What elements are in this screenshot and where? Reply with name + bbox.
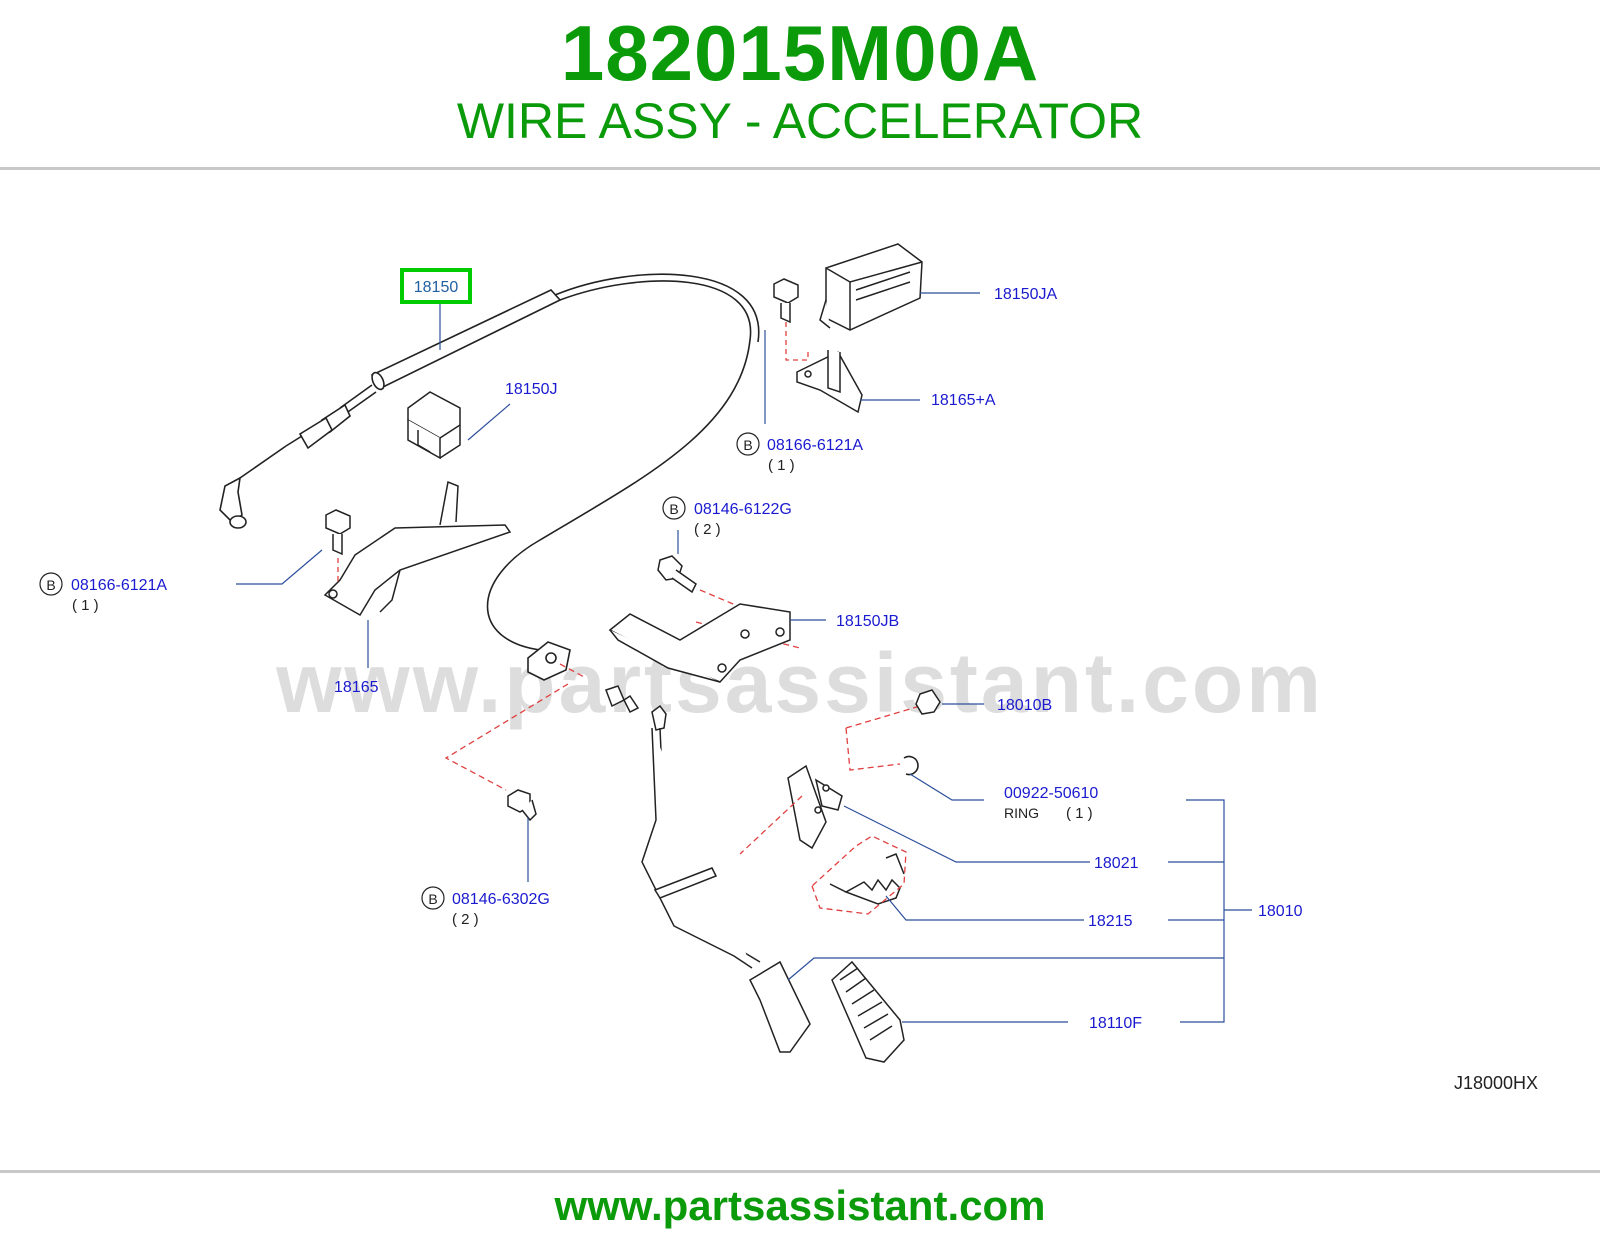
callout-08166-right[interactable]: 08166-6121A	[767, 437, 863, 454]
bolt-left-drawing	[325, 509, 351, 556]
nut-18010b-drawing	[915, 689, 941, 715]
highlight-box	[400, 268, 472, 304]
reference-code: J18000HX	[1454, 1073, 1538, 1093]
bolt-right-drawing	[773, 278, 799, 324]
callout-08146-6302g-qty: ( 2 )	[452, 911, 479, 928]
callout-18010b[interactable]: 18010B	[997, 697, 1052, 714]
callout-00922-desc: RING	[1004, 805, 1039, 821]
bracket-18165-drawing	[323, 480, 512, 617]
callout-18021[interactable]: 18021	[1094, 855, 1139, 872]
bolt-6302g-drawing	[507, 789, 537, 822]
callout-18215[interactable]: 18215	[1088, 913, 1133, 930]
callout-08166-left[interactable]: 08166-6121A	[71, 577, 167, 594]
callout-08146-6302g[interactable]: 08146-6302G	[452, 891, 550, 908]
callout-00922[interactable]: 00922-50610	[1004, 785, 1098, 802]
bolt-marker-right-letter: B	[743, 437, 752, 453]
bushing-drawing	[605, 685, 640, 714]
callout-18165a[interactable]: 18165+A	[931, 392, 996, 409]
callout-18110f[interactable]: 18110F	[1089, 1015, 1142, 1032]
parts-diagram: www.partsassistant.com	[0, 222, 1600, 1122]
header-divider	[0, 167, 1600, 170]
footer-divider	[0, 1170, 1600, 1173]
bolt-marker-6302g	[421, 886, 445, 910]
footer-url[interactable]: www.partsassistant.com	[554, 1182, 1046, 1229]
callout-08166-right-qty: ( 1 )	[768, 457, 795, 474]
accelerator-cable-drawing	[219, 273, 760, 681]
callout-18150ja[interactable]: 18150JA	[994, 286, 1057, 303]
callout-18150j[interactable]: 18150J	[505, 381, 558, 398]
bolt-marker-6122g	[662, 496, 686, 520]
bolt-marker-6302g-letter: B	[428, 891, 437, 907]
callout-18150jb[interactable]: 18150JB	[836, 613, 899, 630]
callout-08146-6122g-qty: ( 2 )	[694, 521, 721, 538]
pedal-pad-drawing	[831, 960, 905, 1063]
callout-00922-qty: ( 1 )	[1066, 805, 1093, 822]
clip-18150j-drawing	[407, 391, 461, 460]
bolt-6122g-drawing	[657, 555, 697, 594]
bolt-marker-left-letter: B	[46, 577, 55, 593]
callout-08166-left-qty: ( 1 )	[72, 597, 99, 614]
bracket-18165a-drawing	[796, 350, 863, 414]
callout-18010[interactable]: 18010	[1258, 903, 1303, 920]
part-number: 182015M00A	[560, 9, 1040, 97]
callout-18165[interactable]: 18165	[334, 679, 379, 696]
bracket-18150jb-drawing	[608, 603, 791, 683]
lever-18021-drawing	[787, 764, 843, 850]
ring-00922-drawing	[903, 755, 919, 776]
header: 182015M00A WIRE ASSY - ACCELERATOR	[0, 0, 1600, 168]
pedal-arm-drawing	[641, 704, 811, 1053]
bolt-marker-right	[736, 432, 760, 456]
bolt-marker-6122g-letter: B	[669, 501, 678, 517]
leader-lines	[236, 292, 1252, 1023]
part-name: WIRE ASSY - ACCELERATOR	[456, 93, 1144, 149]
watermark: www.partsassistant.com	[275, 636, 1324, 730]
diagram-canvas: www.partsassistant.com	[39, 243, 1538, 1093]
bolt-marker-left	[39, 572, 63, 596]
callout-08146-6122g[interactable]: 08146-6122G	[694, 501, 792, 518]
callout-18150[interactable]: 18150	[414, 279, 459, 296]
spring-18215-drawing	[829, 853, 905, 905]
bracket-18150ja-drawing	[819, 243, 923, 331]
